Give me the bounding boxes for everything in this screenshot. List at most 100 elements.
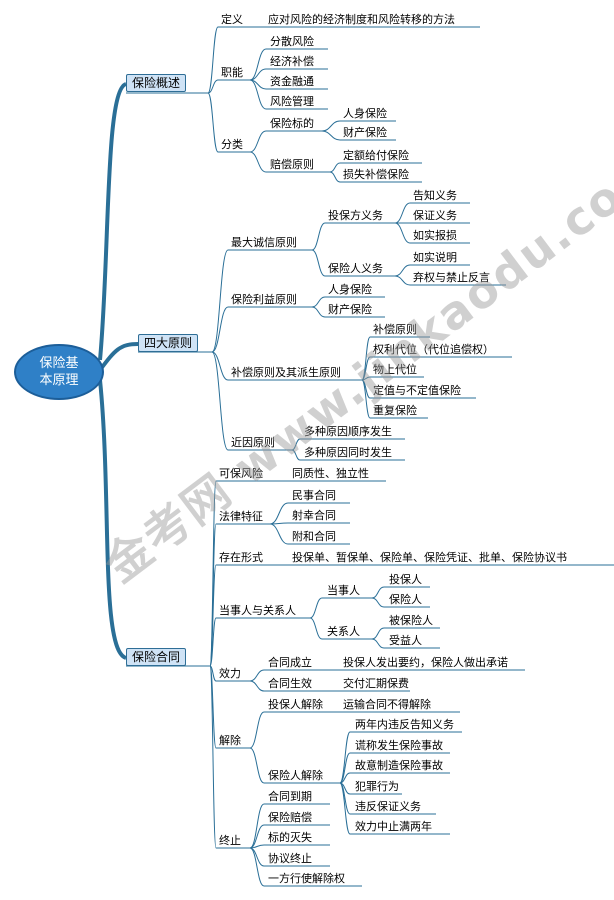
legal-feature-item: 附和合同 [292, 530, 336, 543]
cause-item: 多种原因同时发生 [304, 446, 392, 459]
node-insurer-duties: 投保方义务 [328, 209, 383, 222]
insurer-rescission-item: 两年内违反告知义务 [355, 718, 454, 731]
principal-item: 投保人 [389, 573, 422, 586]
node-rescission: 解除 [219, 734, 241, 747]
connector-line [339, 752, 351, 784]
connector-line [329, 162, 341, 173]
connector-line [249, 151, 267, 173]
connector-line [249, 847, 265, 887]
node-utmost-good-faith: 最大诚信原则 [231, 236, 297, 249]
indemnity-item: 损失补偿保险 [343, 168, 409, 181]
connector-line [394, 222, 411, 244]
connector-line [207, 26, 219, 94]
termination-item: 保险赔偿 [268, 811, 312, 824]
connector-line [249, 747, 265, 784]
indemnity-item: 定额给付保险 [343, 149, 409, 162]
node-formation: 合同成立 [268, 656, 312, 669]
function-item: 分散风险 [270, 35, 314, 48]
connector-line [361, 379, 371, 419]
connector-line [309, 617, 323, 640]
connector-line [311, 249, 326, 277]
termination-item: 标的灭失 [268, 831, 312, 844]
connector-line [291, 438, 301, 451]
legal-feature-item: 民事合同 [292, 489, 336, 502]
function-item: 经济补偿 [270, 55, 314, 68]
connector-line [249, 48, 267, 81]
relative-item: 受益人 [389, 634, 422, 647]
node-relatives: 关系人 [327, 625, 360, 638]
root-line-2: 本原理 [39, 373, 79, 388]
connector-line [211, 306, 229, 353]
node-effective: 合同生效 [268, 677, 312, 690]
node-insurer-rescission: 保险人解除 [268, 769, 323, 782]
termination-item: 合同到期 [268, 790, 312, 803]
connector-line [211, 351, 229, 381]
insurer-rescission-item: 犯罪行为 [355, 780, 399, 793]
node-applicant-rescission: 投保人解除 [268, 698, 323, 711]
connector-line [361, 356, 371, 381]
node-effect: 效力 [219, 667, 241, 680]
legal-feature-item: 射幸合同 [292, 509, 336, 522]
branch-insurance-overview: 保险概述 [126, 74, 187, 92]
connector-line [209, 665, 217, 682]
connector-line [249, 669, 265, 682]
connector-line [291, 449, 301, 461]
indemnity-principle-item: 权利代位（代位追偿权） [373, 343, 494, 356]
node-principals: 当事人 [327, 584, 360, 597]
connector-line [329, 171, 341, 183]
insurer-duty-item: 如实报损 [413, 229, 457, 242]
connector-line [321, 130, 341, 141]
node-insured-duties: 保险人义务 [328, 262, 383, 275]
node-proximate-cause: 近因原则 [231, 436, 275, 449]
insurer-duty-item: 告知义务 [413, 189, 457, 202]
connector-line [394, 275, 411, 286]
connector-line [249, 680, 265, 692]
applicant-rescission-text: 运输合同不得解除 [343, 698, 431, 711]
connector-line [98, 379, 128, 660]
connector-line [269, 523, 289, 545]
relative-item: 被保险人 [389, 614, 433, 627]
effective-text: 交付汇期保费 [343, 677, 409, 690]
connector-line [269, 502, 289, 525]
cause-item: 多种原因顺序发生 [304, 425, 392, 438]
node-legal-features: 法律特征 [219, 510, 263, 523]
connector-line [249, 803, 265, 849]
connector-line [249, 824, 265, 849]
connector-line [339, 772, 351, 784]
subject-item: 人身保险 [343, 107, 387, 120]
connector-line [311, 296, 326, 308]
node-definition: 定义 [221, 13, 243, 26]
node-by-indemnity: 赔偿原则 [270, 158, 314, 171]
connector-line [311, 306, 326, 318]
connector-line [249, 79, 267, 110]
connector-line [249, 68, 267, 81]
connector-line [249, 130, 267, 153]
insurable-risk-text: 同质性、独立性 [292, 467, 369, 480]
connector-line [98, 342, 139, 372]
formation-text: 投保人发出要约，保险人做出承诺 [343, 656, 508, 669]
connector-line [209, 665, 217, 749]
interest-item: 人身保险 [328, 283, 372, 296]
insured-duty-item: 弃权与禁止反言 [413, 271, 490, 284]
insurer-rescission-item: 故意制造保险事故 [355, 759, 443, 772]
connector-line [339, 731, 351, 784]
node-functions: 职能 [221, 66, 243, 79]
node-indemnity-principle: 补偿原则及其派生原则 [231, 366, 341, 379]
principal-item: 保险人 [389, 593, 422, 606]
function-item: 资金融通 [270, 75, 314, 88]
indemnity-principle-item: 物上代位 [373, 363, 417, 376]
connector-line [249, 847, 265, 867]
connector-line [309, 597, 323, 619]
node-parties: 当事人与关系人 [219, 604, 296, 617]
subject-item: 财产保险 [343, 126, 387, 139]
function-item: 风险管理 [270, 95, 314, 108]
root-line-1: 保险基 [39, 356, 79, 371]
insurer-rescission-item: 违反保证义务 [355, 800, 421, 813]
node-termination: 终止 [219, 834, 241, 847]
connector-line [207, 92, 219, 153]
node-forms: 存在形式 [219, 551, 263, 564]
connector-line [371, 597, 385, 608]
insured-duty-item: 如实说明 [413, 251, 457, 264]
